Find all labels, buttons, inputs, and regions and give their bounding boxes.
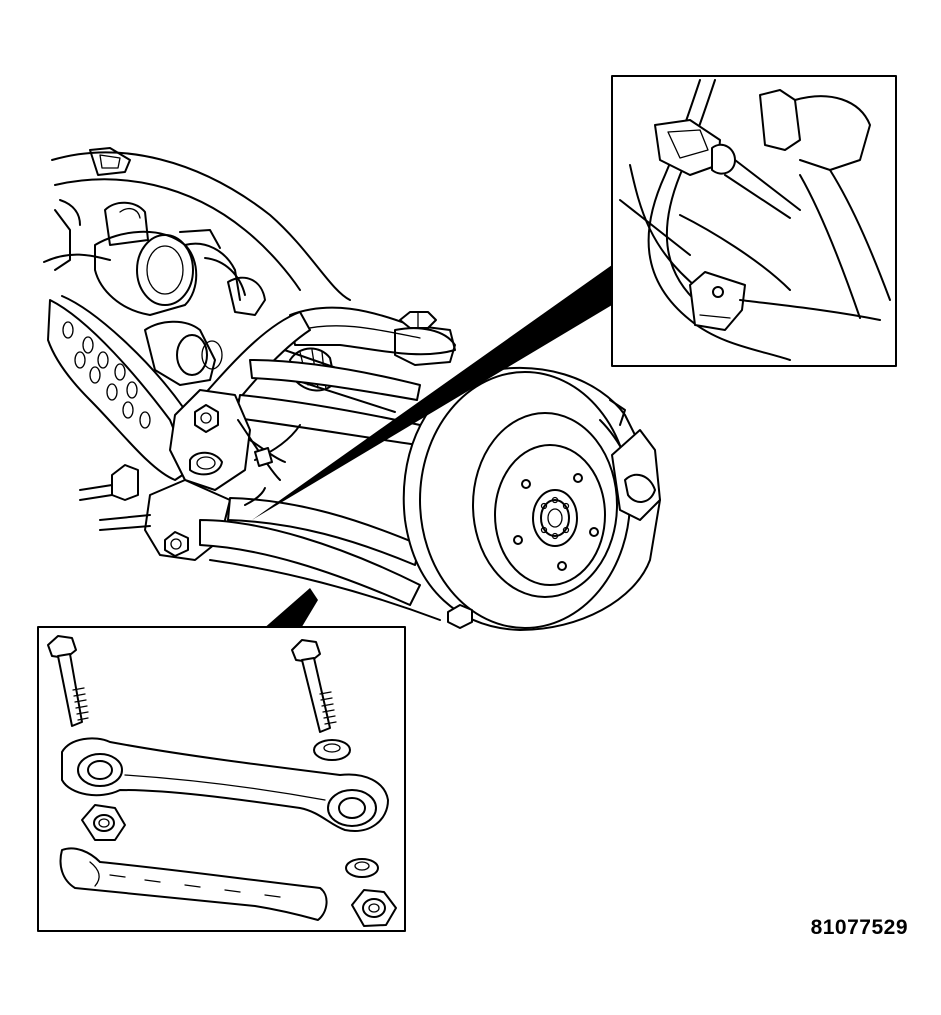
- subframe: [43, 147, 351, 301]
- brake-disc-assembly: [402, 366, 661, 631]
- bolt-right: [291, 639, 337, 733]
- nut-left: [81, 804, 126, 841]
- detail-frame-top: [611, 75, 897, 367]
- washer-bottom: [345, 858, 379, 878]
- figure-number: 81077529: [810, 916, 908, 939]
- bolt-left: [47, 635, 89, 727]
- detail-view-top-right: [611, 75, 897, 367]
- main-assembly-view: [43, 147, 661, 631]
- detail-pointer-bottom: [262, 588, 318, 630]
- brake-line: [244, 424, 301, 506]
- detail-pointer-top: [252, 265, 612, 520]
- perforated-crossmember: [47, 295, 191, 481]
- washer-top: [313, 739, 351, 761]
- lateral-link-part: [61, 737, 389, 832]
- nut-right: [351, 889, 397, 927]
- differential-housing: [94, 201, 266, 386]
- top-mount-bolt: [394, 311, 456, 366]
- wheel-carrier: [169, 389, 251, 491]
- link-cover: [59, 847, 328, 921]
- detail-view-bottom-left: [37, 626, 406, 932]
- lower-lateral-link: [144, 479, 441, 621]
